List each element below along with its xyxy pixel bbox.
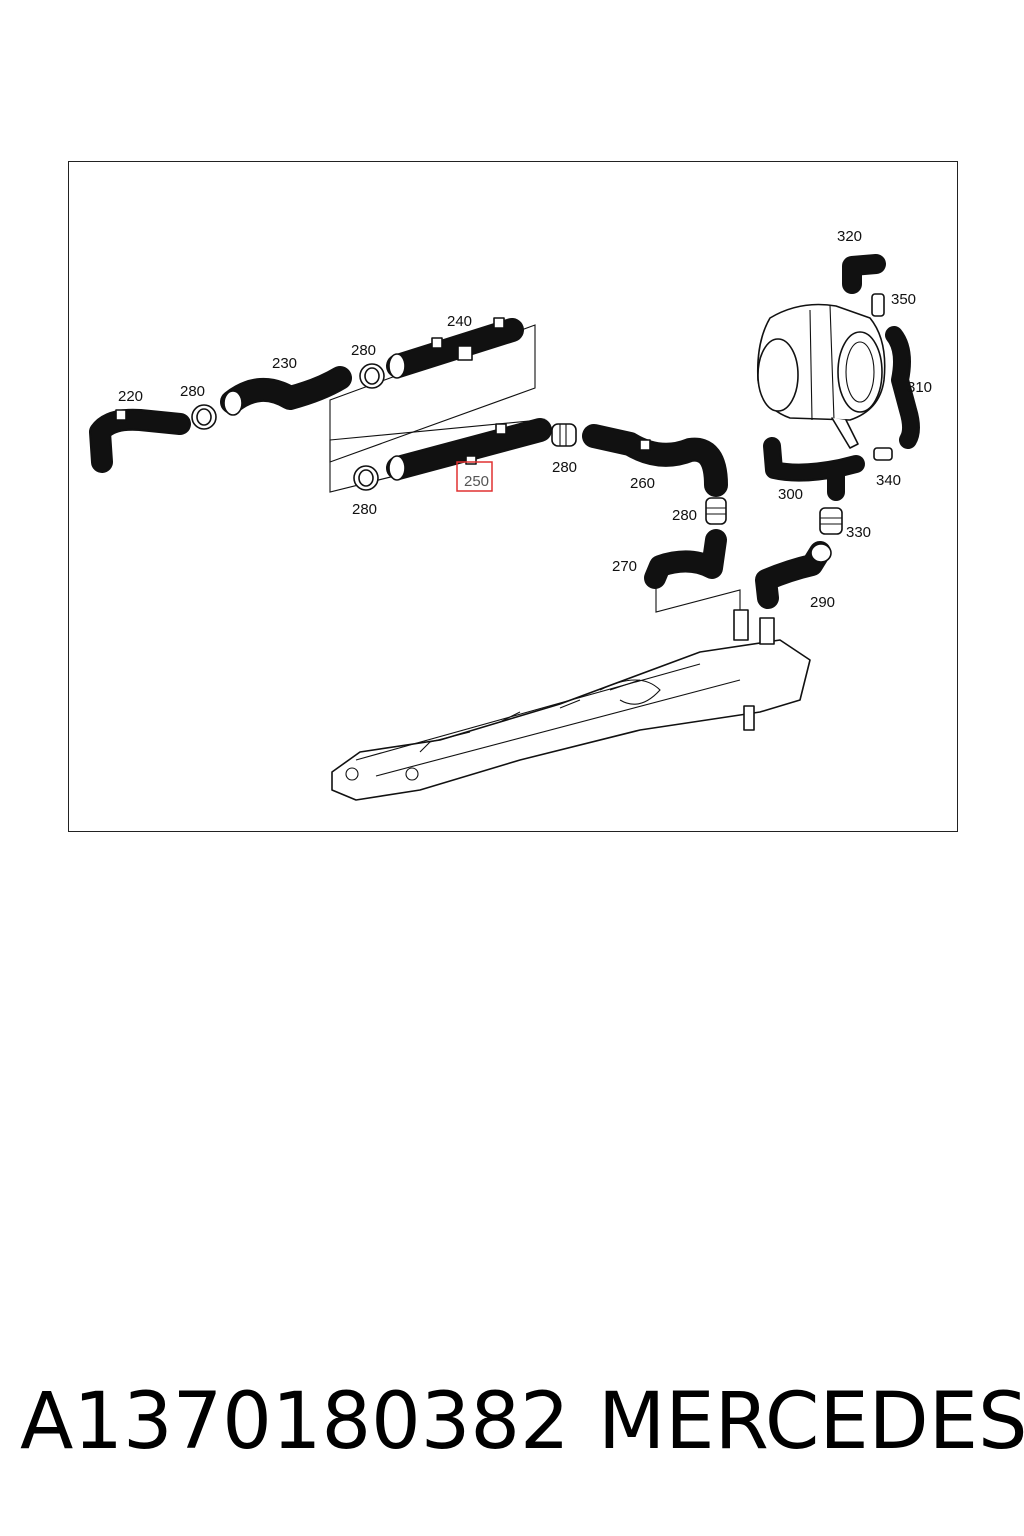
- cover-assembly[interactable]: [331, 609, 811, 801]
- parts-diagram: 220 280 230 280 240 280 250 280 260 280 …: [89, 228, 932, 801]
- callout-220[interactable]: 220: [118, 388, 143, 405]
- callout-280-e[interactable]: 280: [672, 507, 697, 524]
- coupler-280-a[interactable]: [191, 404, 217, 430]
- callout-260[interactable]: 260: [630, 475, 655, 492]
- coupler-330[interactable]: [819, 507, 843, 535]
- fitting-340[interactable]: [873, 447, 893, 461]
- part-number: A1370180382: [20, 1377, 570, 1467]
- coupler-280-b[interactable]: [359, 363, 385, 389]
- callout-230[interactable]: 230: [272, 355, 297, 372]
- pipe-250[interactable]: [386, 418, 552, 481]
- callout-340[interactable]: 340: [876, 472, 901, 489]
- callout-250-highlight: [456, 461, 493, 492]
- hose-230[interactable]: [220, 366, 352, 416]
- hose-260[interactable]: [582, 424, 728, 497]
- hose-290[interactable]: [755, 541, 832, 609]
- elbow-320[interactable]: [842, 254, 886, 294]
- coupler-280-d[interactable]: [551, 423, 577, 447]
- callout-330[interactable]: 330: [846, 524, 871, 541]
- hose-220[interactable]: [89, 408, 191, 473]
- coupler-280-c[interactable]: [353, 465, 379, 491]
- callout-240[interactable]: 240: [447, 313, 472, 330]
- callout-250[interactable]: 250: [464, 473, 489, 490]
- callout-280-a[interactable]: 280: [180, 383, 205, 400]
- callout-290[interactable]: 290: [810, 594, 835, 611]
- callout-300[interactable]: 300: [778, 486, 803, 503]
- hose-270[interactable]: [644, 529, 727, 589]
- callout-350[interactable]: 350: [891, 291, 916, 308]
- pipe-240[interactable]: [386, 317, 524, 379]
- coupler-280-e[interactable]: [705, 497, 727, 525]
- fitting-350[interactable]: [871, 293, 885, 317]
- diagram-frame: [68, 161, 958, 832]
- callout-280-d[interactable]: 280: [552, 459, 577, 476]
- brand-name: MERCEDES: [598, 1377, 1024, 1467]
- hose-300[interactable]: [763, 437, 865, 501]
- callout-320[interactable]: 320: [837, 228, 862, 245]
- thermostat-housing[interactable]: [756, 303, 886, 449]
- callout-270[interactable]: 270: [612, 558, 637, 575]
- hose-310[interactable]: [885, 326, 920, 449]
- callout-310[interactable]: 310: [907, 379, 932, 396]
- leader-270: [655, 585, 741, 613]
- callout-280-b[interactable]: 280: [351, 342, 376, 359]
- footer: A1370180382 MERCEDES: [0, 1372, 1024, 1472]
- callout-280-c[interactable]: 280: [352, 501, 377, 518]
